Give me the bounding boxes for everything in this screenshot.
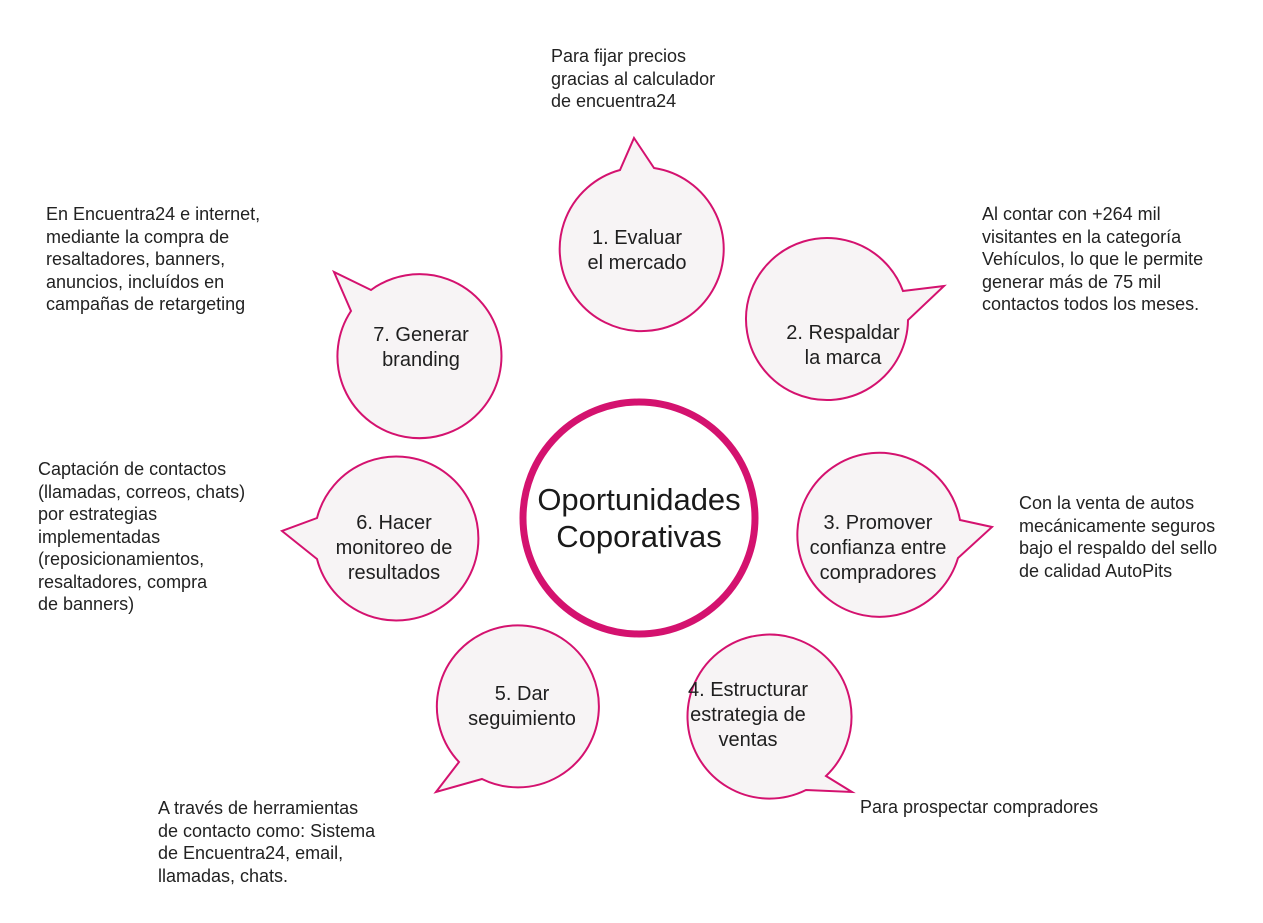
step-6-label: 6. Hacer monitoreo de resultados: [335, 511, 453, 584]
step-5-note: A través de herramientas de contacto com…: [158, 798, 376, 886]
step-4-label: 4. Estructurar estrategia de ventas: [687, 678, 809, 751]
step-2-label: 2. Respaldar la marca: [786, 322, 900, 369]
step-1-bubble: [558, 135, 725, 333]
step-7-note: En Encuentra24 e internet, mediante la c…: [46, 204, 261, 314]
step-2-bubble: [745, 237, 947, 402]
center-title-line-2: Coporativas: [556, 519, 722, 554]
step-3-bubble: [796, 451, 995, 618]
step-2-note: Al contar con +264 mil visitantes en la …: [982, 204, 1204, 314]
step-3-note: Con la venta de autos mecánicamente segu…: [1019, 493, 1218, 581]
step-6-bubble: [279, 455, 480, 622]
step-1-label: 1. Evaluar el mercado: [587, 226, 687, 274]
step-7-bubble: [332, 269, 503, 440]
step-3-label: 3. Promover confianza entre compradores: [809, 511, 947, 584]
center-ring: [519, 398, 759, 638]
step-6-note: Captación de contactos (llamadas, correo…: [38, 459, 246, 614]
step-4-note: Para prospectar compradores: [860, 797, 1099, 817]
step-5-bubble: [433, 624, 600, 794]
center-title: Oportunidades Coporativas: [521, 400, 757, 636]
center-title-line-1: Oportunidades: [537, 482, 741, 517]
step-7-label: 7. Generar branding: [373, 324, 469, 371]
step-4-bubble: [686, 633, 856, 800]
step-1-note: Para fijar precios gracias al calculador…: [551, 46, 716, 111]
step-5-label: 5. Dar seguimiento: [468, 683, 576, 730]
